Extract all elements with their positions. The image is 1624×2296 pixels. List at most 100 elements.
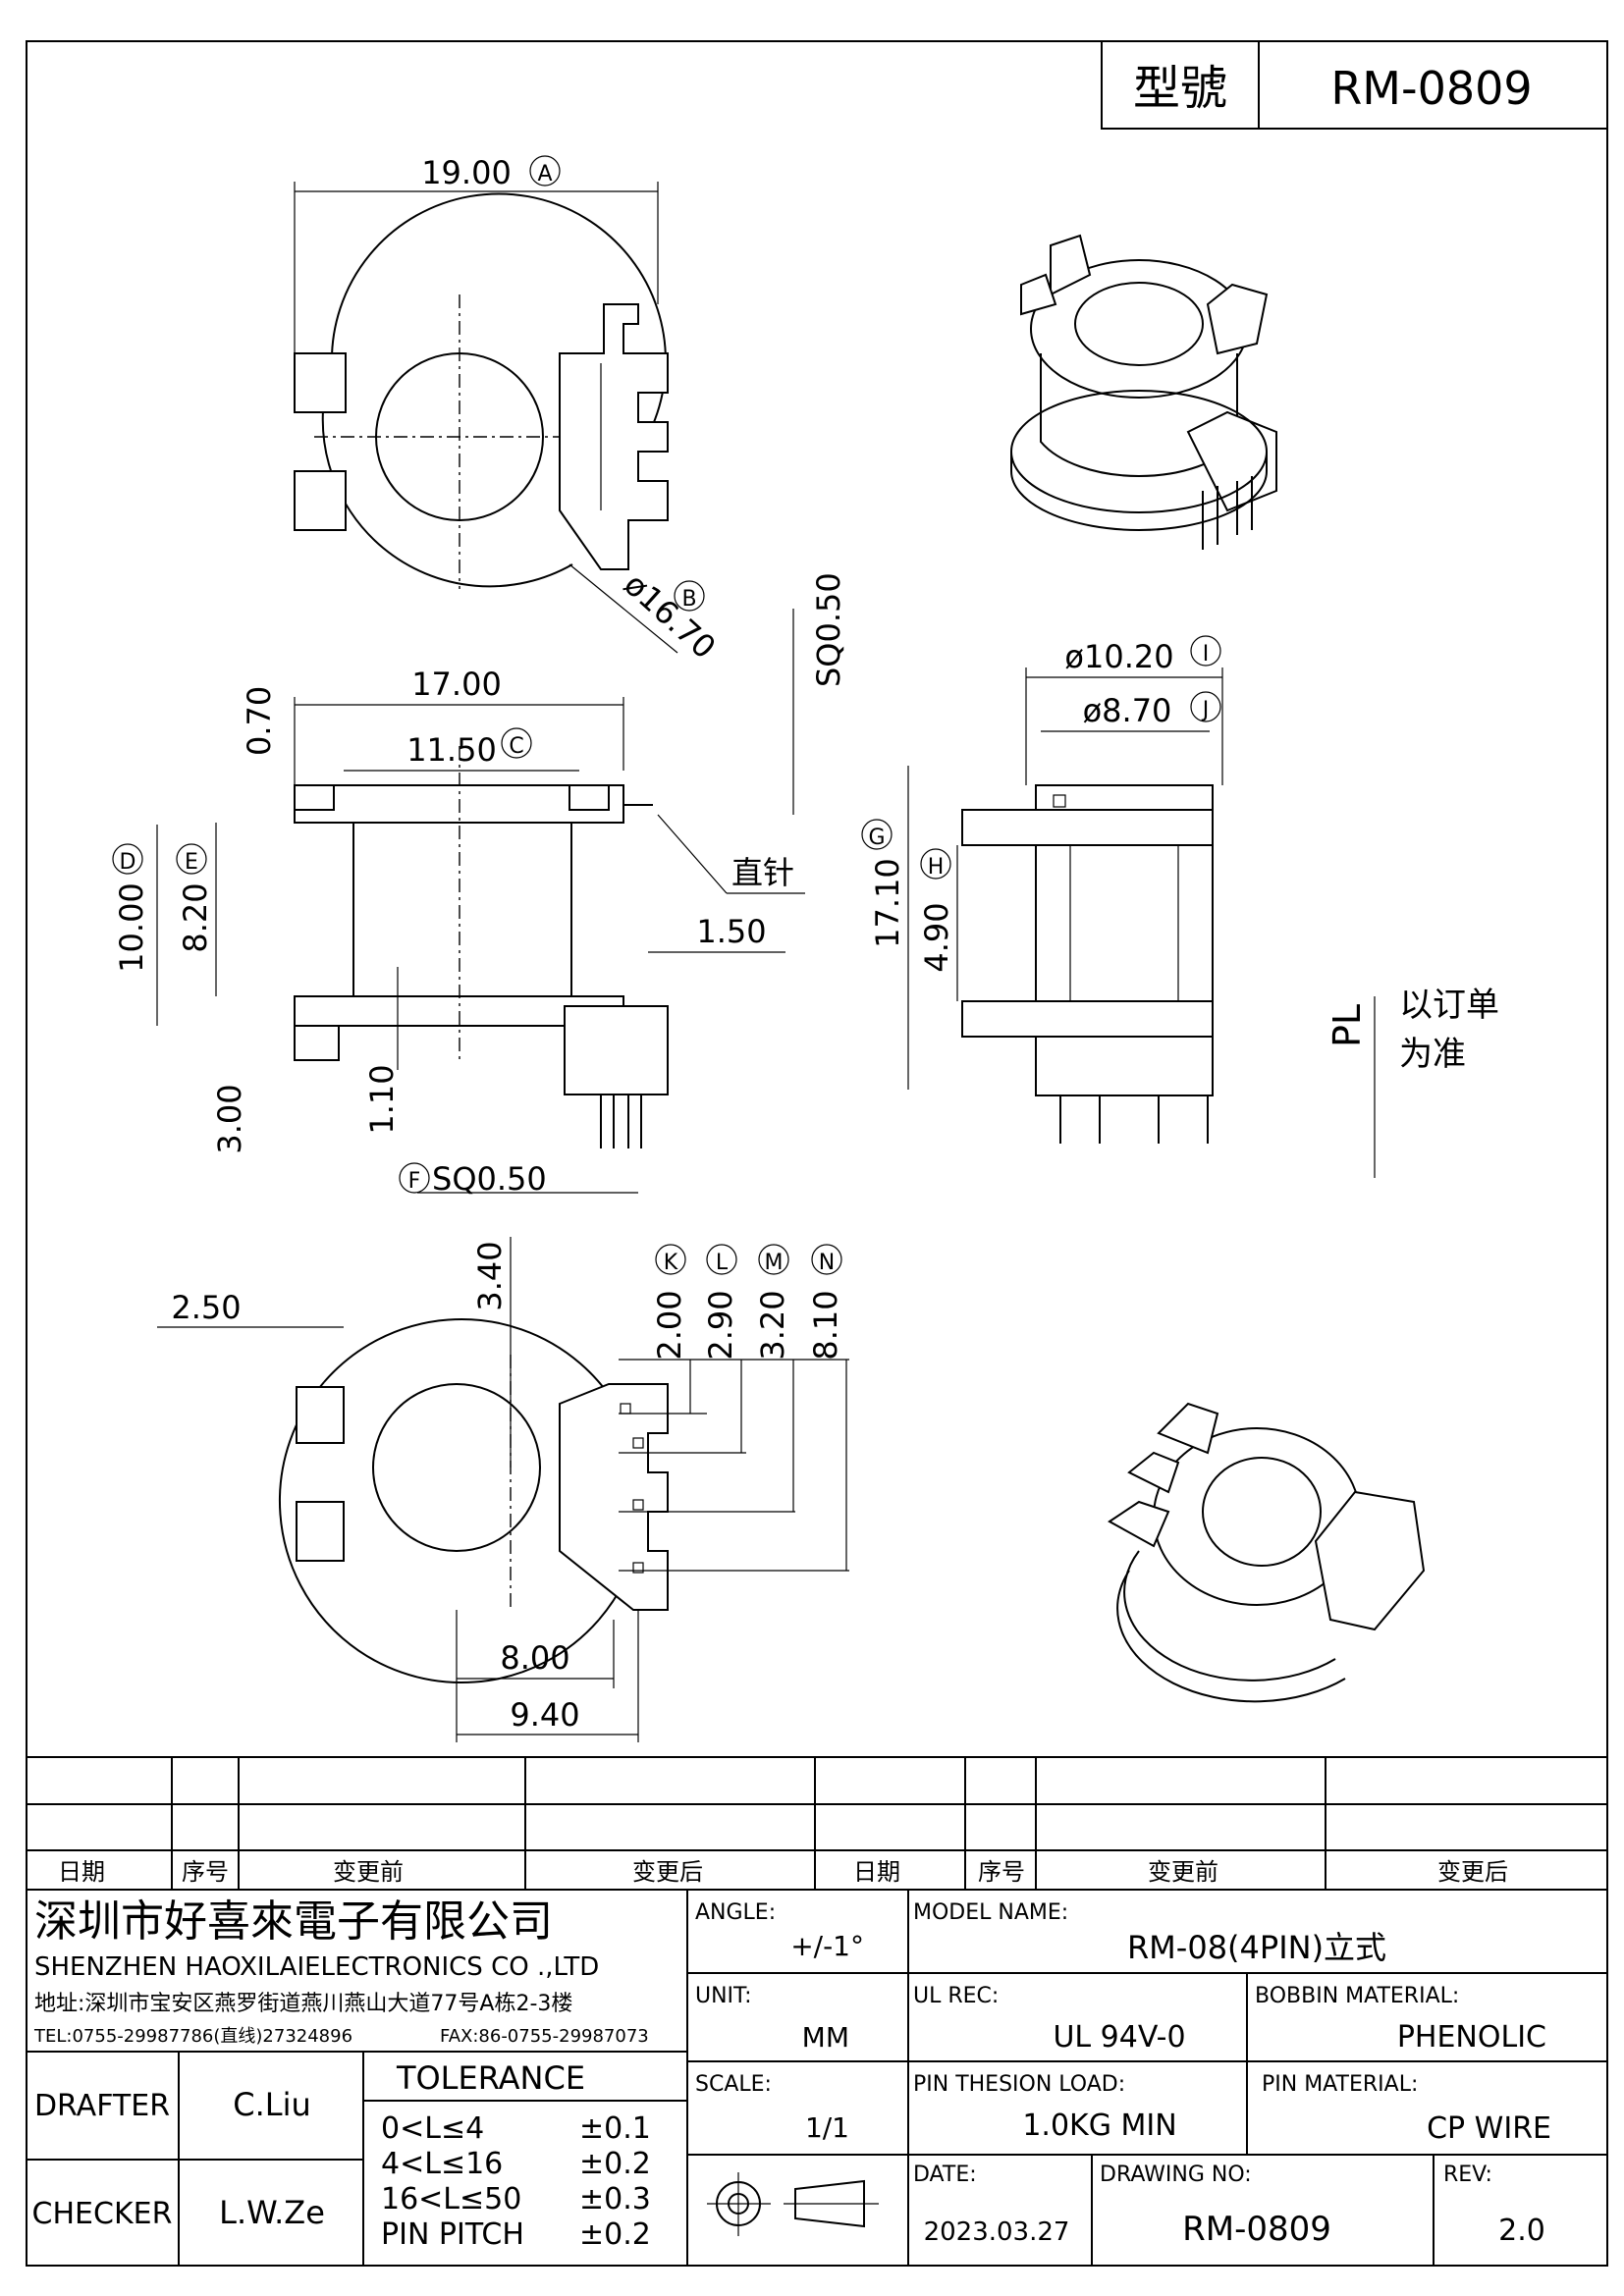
tag-f: F (408, 1169, 421, 1194)
dim-17: 17.00 (411, 666, 502, 703)
load-value: 1.0KG MIN (1022, 2109, 1176, 2143)
rev-header-after: 变更后 (632, 1858, 703, 1886)
dim-1710: 17.10 (869, 858, 906, 948)
isometric-view-bottom (1108, 1402, 1426, 1703)
checker-value: L.W.Ze (219, 2194, 325, 2231)
pin-mat-label: PIN MATERIAL: (1262, 2072, 1418, 2097)
pl-note-1: 以订单 (1399, 986, 1499, 1025)
rev-value: 2.0 (1498, 2214, 1545, 2248)
tol-range-3: 16<L≤50 (381, 2182, 521, 2216)
tol-range-4: PIN PITCH (381, 2217, 524, 2252)
dim-sq-bottom: SQ0.50 (432, 1160, 547, 1198)
bobbin-label: BOBBIN MATERIAL: (1255, 1984, 1459, 2008)
dim-1000: 10.00 (113, 882, 150, 973)
dim-300: 3.00 (211, 1084, 248, 1153)
dim-sq-top: SQ0.50 (810, 572, 847, 687)
revision-headers: 日期 序号 变更前 变更后 日期 序号 变更前 变更后 (58, 1858, 1508, 1886)
load-label: PIN THESION LOAD: (913, 2072, 1125, 2097)
drafter-value: C.Liu (233, 2086, 311, 2123)
unit-value: MM (802, 2021, 849, 2054)
scale-label: SCALE: (695, 2072, 772, 2097)
tag-d: D (120, 850, 136, 875)
tag-c: C (509, 734, 523, 759)
projection-symbol (707, 2172, 879, 2236)
company-tel: TEL:0755-29987786(直线)27324896 (33, 2026, 352, 2047)
rev-header-seq: 序号 (182, 1858, 229, 1886)
tag-m: M (765, 1251, 784, 1275)
model-name-label: MODEL NAME: (913, 1900, 1068, 1925)
rev-label: REV: (1443, 2163, 1492, 2187)
angle-unit-scale: ANGLE: +/-1° UNIT: MM SCALE: 1/1 (695, 1900, 864, 2144)
model-ul-load: MODEL NAME: RM-08(4PIN)立式 UL REC: UL 94V… (913, 1900, 1551, 2146)
rev-header-date: 日期 (58, 1858, 105, 1886)
model-header: 型號 RM-0809 (1101, 40, 1608, 130)
dim-l: 2.90 (702, 1290, 739, 1360)
drawing-no-label: DRAWING NO: (1100, 2163, 1252, 2187)
model-label: 型號 (1133, 61, 1227, 116)
tol-range-2: 4<L≤16 (381, 2147, 503, 2181)
tol-val-1: ±0.1 (579, 2111, 651, 2146)
dim-1150: 11.50 (406, 731, 497, 769)
tag-l: L (716, 1251, 729, 1275)
tag-i: I (1203, 642, 1210, 667)
date-value: 2023.03.27 (924, 2217, 1070, 2247)
ul-value: UL 94V-0 (1053, 2020, 1185, 2055)
date-label: DATE: (913, 2163, 977, 2187)
tag-n: N (819, 1251, 835, 1275)
drawing-frame (26, 40, 1608, 2267)
tag-b: B (681, 587, 696, 612)
tol-val-4: ±0.2 (579, 2217, 651, 2252)
top-view: 19.00 A ø16.70 B (294, 154, 723, 667)
rev-header-before-2: 变更前 (1148, 1858, 1218, 1886)
revision-table (27, 1756, 1607, 1891)
drawing-no-value: RM-0809 (1182, 2210, 1331, 2249)
company-fax: FAX:86-0755-29987073 (440, 2026, 649, 2047)
model-name-value: RM-08(4PIN)立式 (1127, 1929, 1386, 1966)
bottom-view: 2.50 3.40 2.00 K 2.90 L 3.20 M 8.10 N 8.… (157, 1237, 849, 1742)
pin-mat-value: CP WIRE (1427, 2111, 1551, 2146)
dim-870: ø8.70 (1083, 692, 1172, 729)
drafter-checker: DRAFTER C.Liu CHECKER L.W.Ze (32, 2086, 325, 2231)
tag-k: K (664, 1251, 678, 1275)
company-address: 地址:深圳市宝安区燕罗街道燕川燕山大道77号A栋2-3楼 (34, 1992, 572, 2016)
angle-label: ANGLE: (695, 1900, 776, 1925)
company-name-cn: 深圳市好喜來電子有限公司 (34, 1896, 553, 1947)
tolerance-block: TOLERANCE 0<L≤4 ±0.1 4<L≤16 ±0.2 16<L≤50… (381, 2059, 651, 2252)
side-view: 17.00 11.50 C 0.70 SQ0.50 直针 1.50 10.00 … (112, 572, 847, 1198)
bobbin-value: PHENOLIC (1397, 2020, 1546, 2055)
drafter-label: DRAFTER (34, 2089, 170, 2123)
label-straight-pin: 直针 (731, 854, 794, 891)
date-drawing-rev: DATE: 2023.03.27 DRAWING NO: RM-0809 REV… (913, 2163, 1545, 2249)
rev-header-after-2: 变更后 (1437, 1858, 1508, 1886)
tol-val-3: ±0.3 (579, 2182, 651, 2216)
tag-g: G (868, 826, 885, 850)
rev-header-date-2: 日期 (853, 1858, 900, 1886)
dim-150: 1.50 (696, 913, 766, 950)
dim-940: 9.40 (510, 1696, 579, 1734)
dim-250: 2.50 (171, 1289, 241, 1326)
isometric-view-top (1010, 234, 1277, 550)
dim-1020: ø10.20 (1064, 638, 1173, 675)
dim-19: 19.00 (421, 154, 512, 191)
pl-note-2: 为准 (1399, 1035, 1466, 1074)
dim-pl: PL (1326, 1004, 1369, 1047)
dim-820: 8.20 (177, 882, 214, 952)
tol-range-1: 0<L≤4 (381, 2111, 484, 2146)
title-block-grid (27, 1890, 1607, 2266)
dim-340: 3.40 (471, 1241, 509, 1310)
tag-h: H (928, 855, 945, 880)
unit-label: UNIT: (695, 1984, 751, 2008)
dim-800: 8.00 (500, 1639, 569, 1677)
tolerance-label: TOLERANCE (396, 2059, 585, 2097)
checker-label: CHECKER (32, 2197, 173, 2231)
dim-k: 2.00 (651, 1290, 688, 1360)
dim-m: 3.20 (754, 1290, 791, 1360)
rev-header-seq-2: 序号 (978, 1858, 1025, 1886)
scale-value: 1/1 (805, 2111, 849, 2144)
tag-a: A (537, 162, 552, 187)
dim-110: 1.10 (363, 1064, 401, 1134)
company-name-en: SHENZHEN HAOXILAIELECTRONICS CO .,LTD (34, 1952, 599, 1982)
dim-490: 4.90 (918, 902, 955, 972)
tag-j: J (1201, 698, 1210, 722)
